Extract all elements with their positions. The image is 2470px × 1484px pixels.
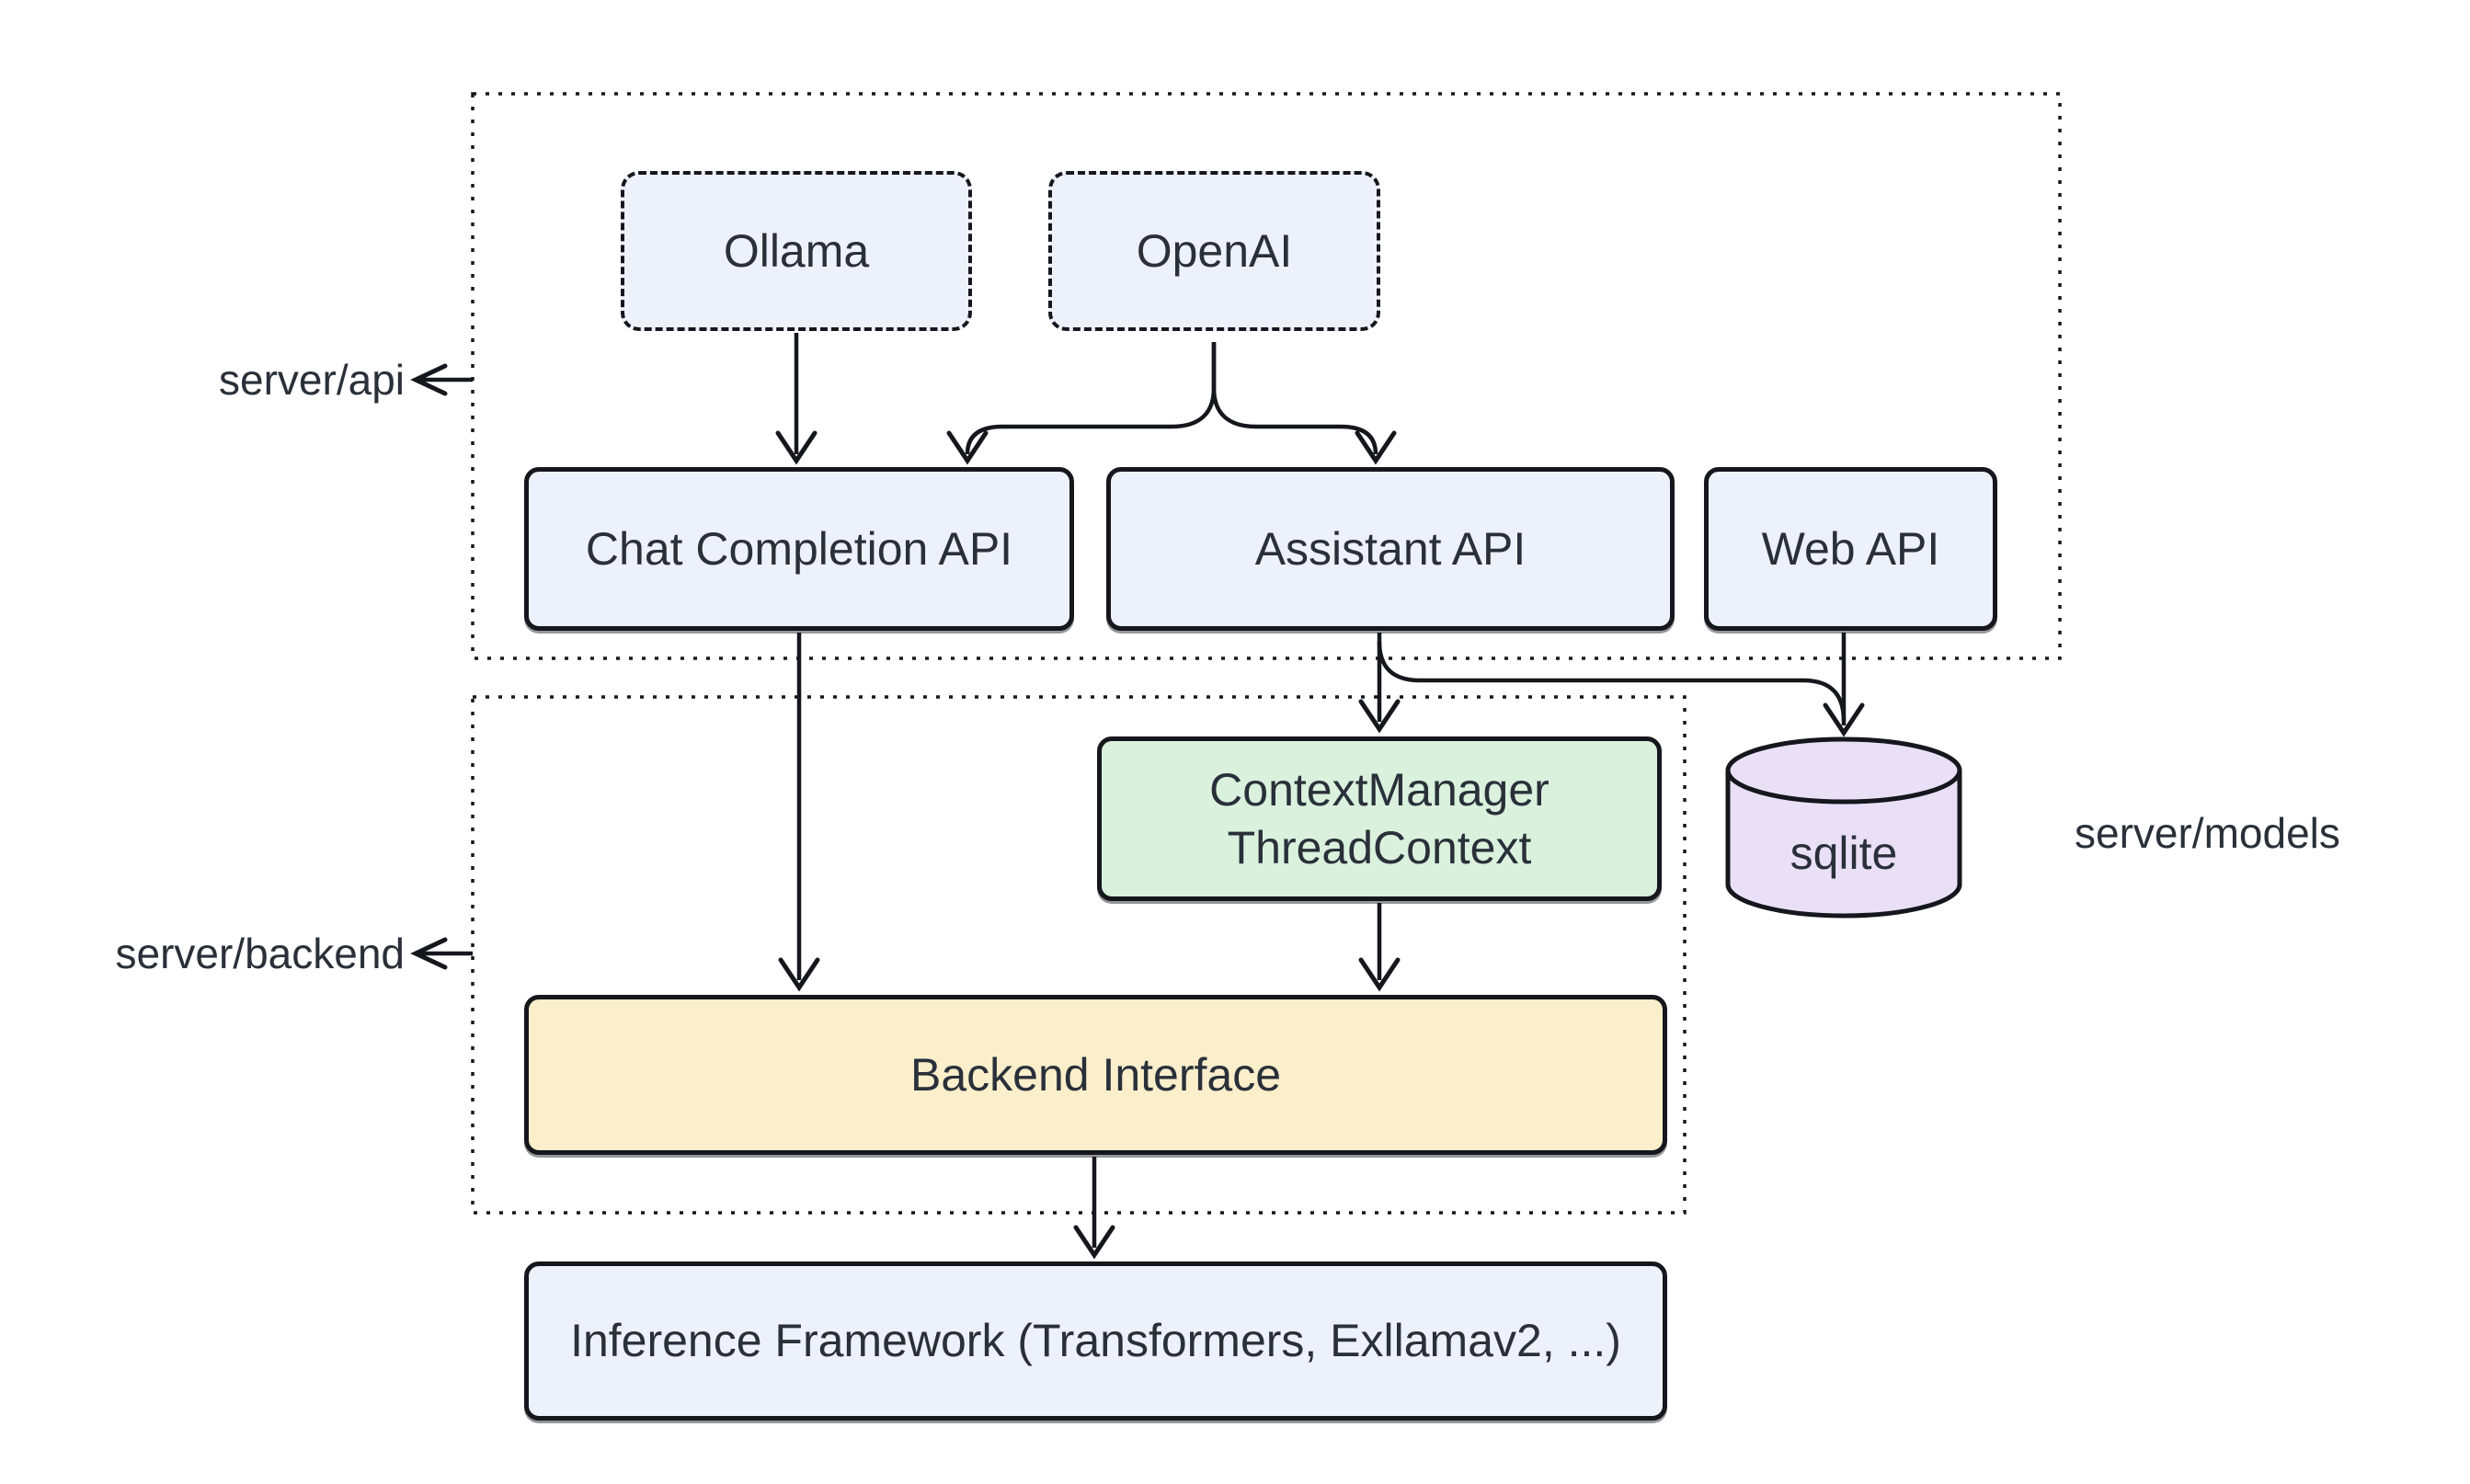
node-context-manager-line2: ThreadContext — [1227, 821, 1532, 873]
edge-web-api-to-sqlite — [1823, 633, 1865, 737]
server-api-label-arrow — [410, 363, 473, 396]
edge-assistant-api-to-sqlite — [1377, 641, 1847, 722]
node-web-api-label: Web API — [1761, 522, 1940, 575]
edge-chat-api-to-backend-interface — [778, 633, 820, 992]
server-backend-label: server/backend — [115, 930, 406, 977]
node-backend-interface-label: Backend Interface — [909, 1048, 1282, 1101]
node-context-manager-line1: ContextManager — [1209, 764, 1549, 816]
server-api-label: server/api — [219, 356, 405, 404]
node-context-manager: ContextManager ThreadContext — [1097, 736, 1662, 901]
node-ollama-label: Ollama — [723, 224, 870, 277]
node-assistant-api-label: Assistant API — [1254, 522, 1527, 575]
edge-backend-interface-to-inference-framework — [1073, 1157, 1115, 1260]
edge-openai-to-chat-api — [946, 342, 1217, 465]
server-api-group-border — [471, 92, 2062, 660]
node-web-api: Web API — [1704, 467, 1997, 631]
node-chat-completion-api-label: Chat Completion API — [585, 522, 1013, 575]
node-inference-framework-label: Inference Framework (Transformers, Exlla… — [570, 1315, 1621, 1367]
server-backend-label-arrow — [410, 937, 473, 970]
node-ollama: Ollama — [621, 171, 972, 331]
node-inference-framework: Inference Framework (Transformers, Exlla… — [524, 1261, 1667, 1421]
node-openai-label: OpenAI — [1136, 224, 1293, 277]
edge-ollama-to-chat-api — [775, 333, 818, 465]
sqlite-cylinder — [1725, 736, 1962, 919]
node-openai: OpenAI — [1048, 171, 1380, 331]
server-backend-group-border — [471, 695, 1687, 1215]
edge-context-manager-to-backend-interface — [1358, 903, 1401, 992]
server-models-label: server/models — [2075, 809, 2340, 857]
edge-openai-to-assistant-api — [1211, 342, 1397, 465]
node-assistant-api: Assistant API — [1106, 467, 1675, 631]
node-chat-completion-api: Chat Completion API — [524, 467, 1074, 631]
node-backend-interface: Backend Interface — [524, 995, 1667, 1155]
node-sqlite-label: sqlite — [1790, 828, 1898, 879]
